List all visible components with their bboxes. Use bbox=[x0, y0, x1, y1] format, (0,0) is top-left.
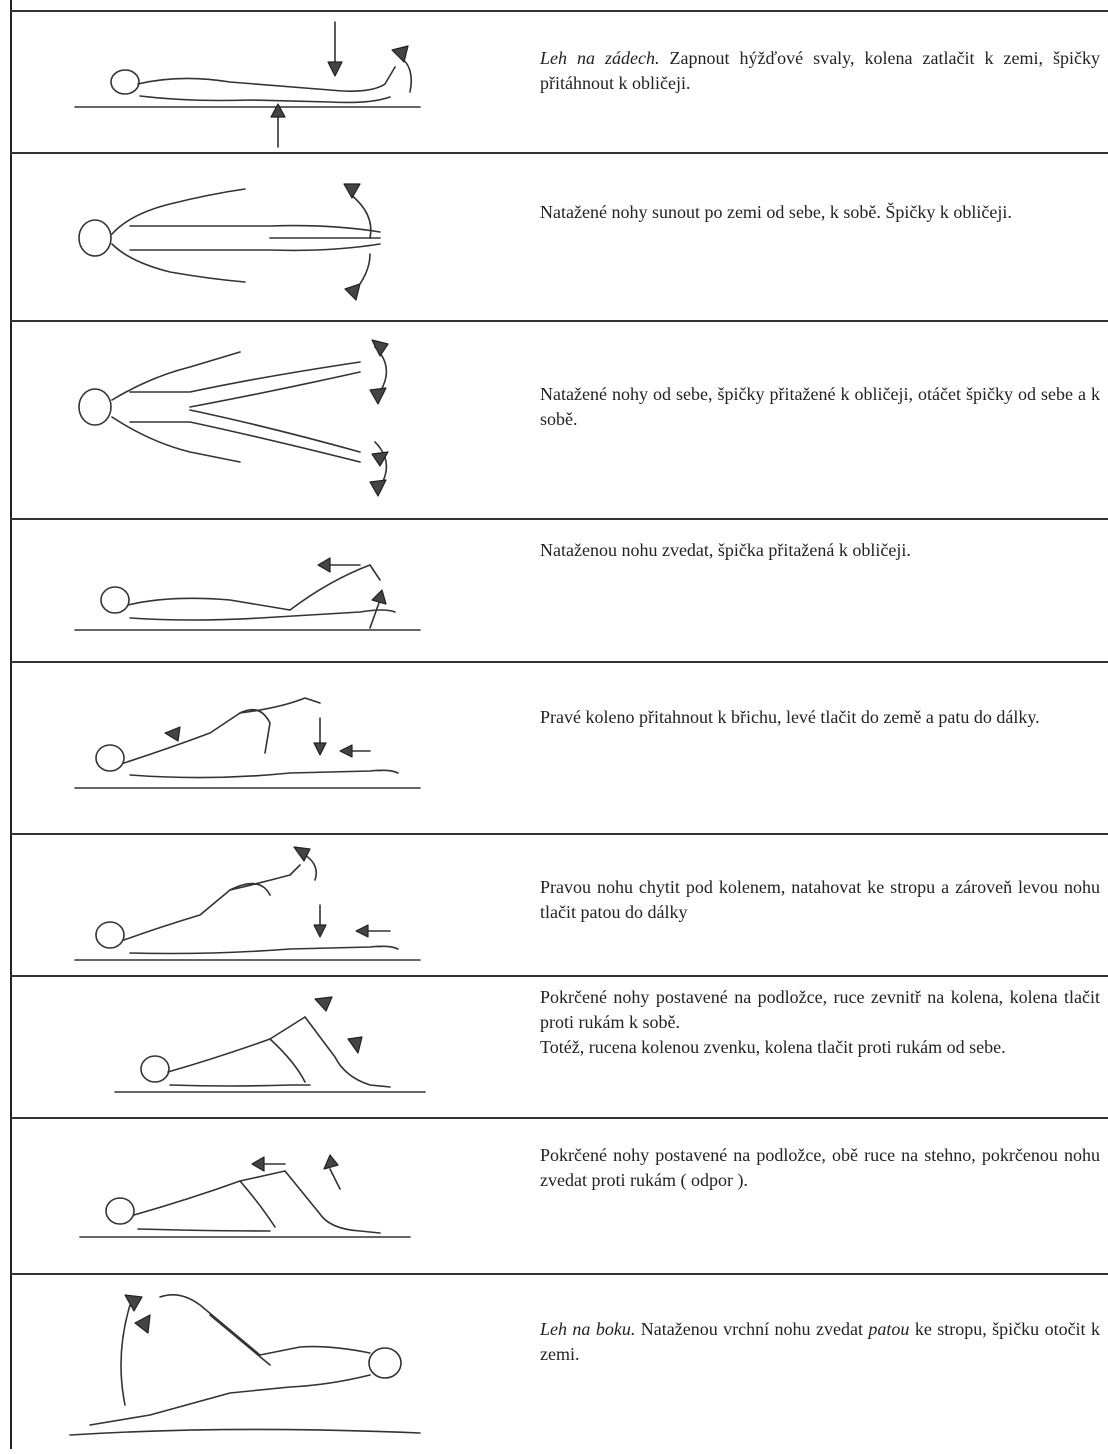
position-lead: Leh na zádech. bbox=[540, 48, 660, 68]
exercise-text-5: Pravé koleno přitahnout k břichu, levé t… bbox=[540, 705, 1100, 730]
figure-legs-slide bbox=[30, 154, 510, 322]
exercise-text-7: Pokrčené nohy postavené na podložce, ruc… bbox=[540, 985, 1100, 1060]
exercise-row-6: Pravou nohu chytit pod kolenem, natahova… bbox=[10, 835, 1108, 977]
exercise-text-1: Leh na zádech. Zapnout hýžďové svaly, ko… bbox=[540, 46, 1100, 96]
instruction: Natažené nohy od sebe, špičky přitažené … bbox=[540, 382, 1100, 432]
instruction: Nataženou nohu zvedat, špička přitažená … bbox=[540, 538, 1100, 563]
exercise-text-8: Pokrčené nohy postavené na podložce, obě… bbox=[540, 1143, 1100, 1193]
exercise-row-9: Leh na boku. Nataženou vrchní nohu zveda… bbox=[10, 1275, 1108, 1449]
exercise-row-8: Pokrčené nohy postavené na podložce, obě… bbox=[10, 1119, 1108, 1275]
instruction: Pravé koleno přitahnout k břichu, levé t… bbox=[540, 705, 1100, 730]
exercise-row-7: Pokrčené nohy postavené na podložce, ruc… bbox=[10, 977, 1108, 1119]
instruction: Pokrčené nohy postavené na podložce, obě… bbox=[540, 1143, 1100, 1193]
position-lead: Leh na boku. bbox=[540, 1319, 635, 1339]
figure-legs-apart-rotate bbox=[30, 322, 510, 520]
instruction: Pokrčené nohy postavené na podložce, ruc… bbox=[540, 985, 1100, 1035]
figure-thigh-resistance bbox=[30, 1119, 510, 1275]
instruction: Nataženou vrchní nohu zvedat bbox=[635, 1319, 868, 1339]
instruction: Pravou nohu chytit pod kolenem, natahova… bbox=[540, 875, 1100, 925]
exercise-row-5: Pravé koleno přitahnout k břichu, levé t… bbox=[10, 663, 1108, 835]
figure-straight-leg-raise bbox=[30, 520, 510, 663]
exercise-text-6: Pravou nohu chytit pod kolenem, natahova… bbox=[540, 875, 1100, 925]
exercise-row-1: Leh na zádech. Zapnout hýžďové svaly, ko… bbox=[10, 12, 1108, 154]
figure-supine-glutes bbox=[30, 12, 510, 154]
exercise-row-4: Nataženou nohu zvedat, špička přitažená … bbox=[10, 520, 1108, 663]
figure-side-lying-leg-raise bbox=[30, 1275, 510, 1449]
emphasis: patou bbox=[868, 1319, 909, 1339]
figure-leg-stretch-ceiling bbox=[30, 835, 510, 977]
instruction-variant: Totéž, rucena kolenou zvenku, kolena tla… bbox=[540, 1035, 1100, 1060]
exercise-text-3: Natažené nohy od sebe, špičky přitažené … bbox=[540, 382, 1100, 432]
exercise-text-2: Natažené nohy sunout po zemi od sebe, k … bbox=[540, 200, 1100, 225]
exercise-text-9: Leh na boku. Nataženou vrchní nohu zveda… bbox=[540, 1317, 1100, 1367]
exercise-row-2: Natažené nohy sunout po zemi od sebe, k … bbox=[10, 154, 1108, 322]
exercise-text-4: Nataženou nohu zvedat, špička přitažená … bbox=[540, 538, 1100, 563]
exercise-row-3: Natažené nohy od sebe, špičky přitažené … bbox=[10, 322, 1108, 520]
figure-bent-knees-inward bbox=[30, 977, 510, 1119]
figure-knee-to-chest bbox=[30, 663, 510, 835]
instruction: Natažené nohy sunout po zemi od sebe, k … bbox=[540, 200, 1100, 225]
